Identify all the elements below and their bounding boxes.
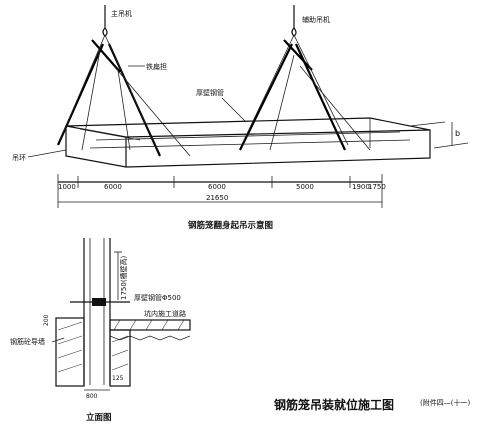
aux-crane-hook-icon [291,5,297,37]
stamp-number: (附件四—(十一) [420,398,470,407]
left-lifting-frame [56,34,191,157]
guide-wall-right [109,329,131,387]
dim-5000: 5000 [296,183,314,191]
dim-125-label: 125 [112,375,124,382]
guide-wall-label: 钢筋砼导墙 [10,337,45,346]
lower-caption: 立面图 [86,412,112,423]
thick-pipe-label-upper: 厚壁钢管 [196,88,224,97]
stamp-title: 钢筋笼吊装就位施工图 [274,397,394,412]
road-slab [109,319,191,341]
elevation-diagram: 1750(槽壁高) 厚壁钢管Φ500 坑内施工道路 [10,238,191,423]
dimension-line [57,174,383,208]
sling-label: 吊环 [12,154,26,162]
road-label: 坑内施工道路 [144,309,186,318]
thick-pipe-section [70,298,130,306]
dim-6000-b: 6000 [208,183,226,191]
height-label: 1750(槽壁高) [119,255,128,300]
upper-caption: 钢筋笼翻身起吊示意图 [188,220,273,231]
dim-800-label: 800 [86,393,98,400]
dim-1900: 1900 [352,183,370,191]
guide-wall-left [55,317,85,387]
shoulder-pole-label: 铁扁担 [146,62,167,71]
main-crane-hook-icon [102,5,108,37]
dim-total: 21650 [206,194,228,202]
lifting-diagram: 主吊机 辅助吊机 铁扁担 厚壁钢管 [12,5,469,231]
dim-b-label: b [455,129,460,138]
steel-cage [65,117,431,168]
dim-200-label: 200 [43,314,50,326]
aux-crane-label: 辅助吊机 [302,15,330,24]
thick-pipe-label-lower: 厚壁钢管Φ500 [134,293,181,302]
dim-1750: 1750 [368,183,386,191]
dim-1000: 1000 [58,183,76,191]
main-crane-label: 主吊机 [111,9,132,18]
title-stamp: 钢筋笼吊装就位施工图 (附件四—(十一) [274,397,470,412]
dim-6000-a: 6000 [104,183,122,191]
